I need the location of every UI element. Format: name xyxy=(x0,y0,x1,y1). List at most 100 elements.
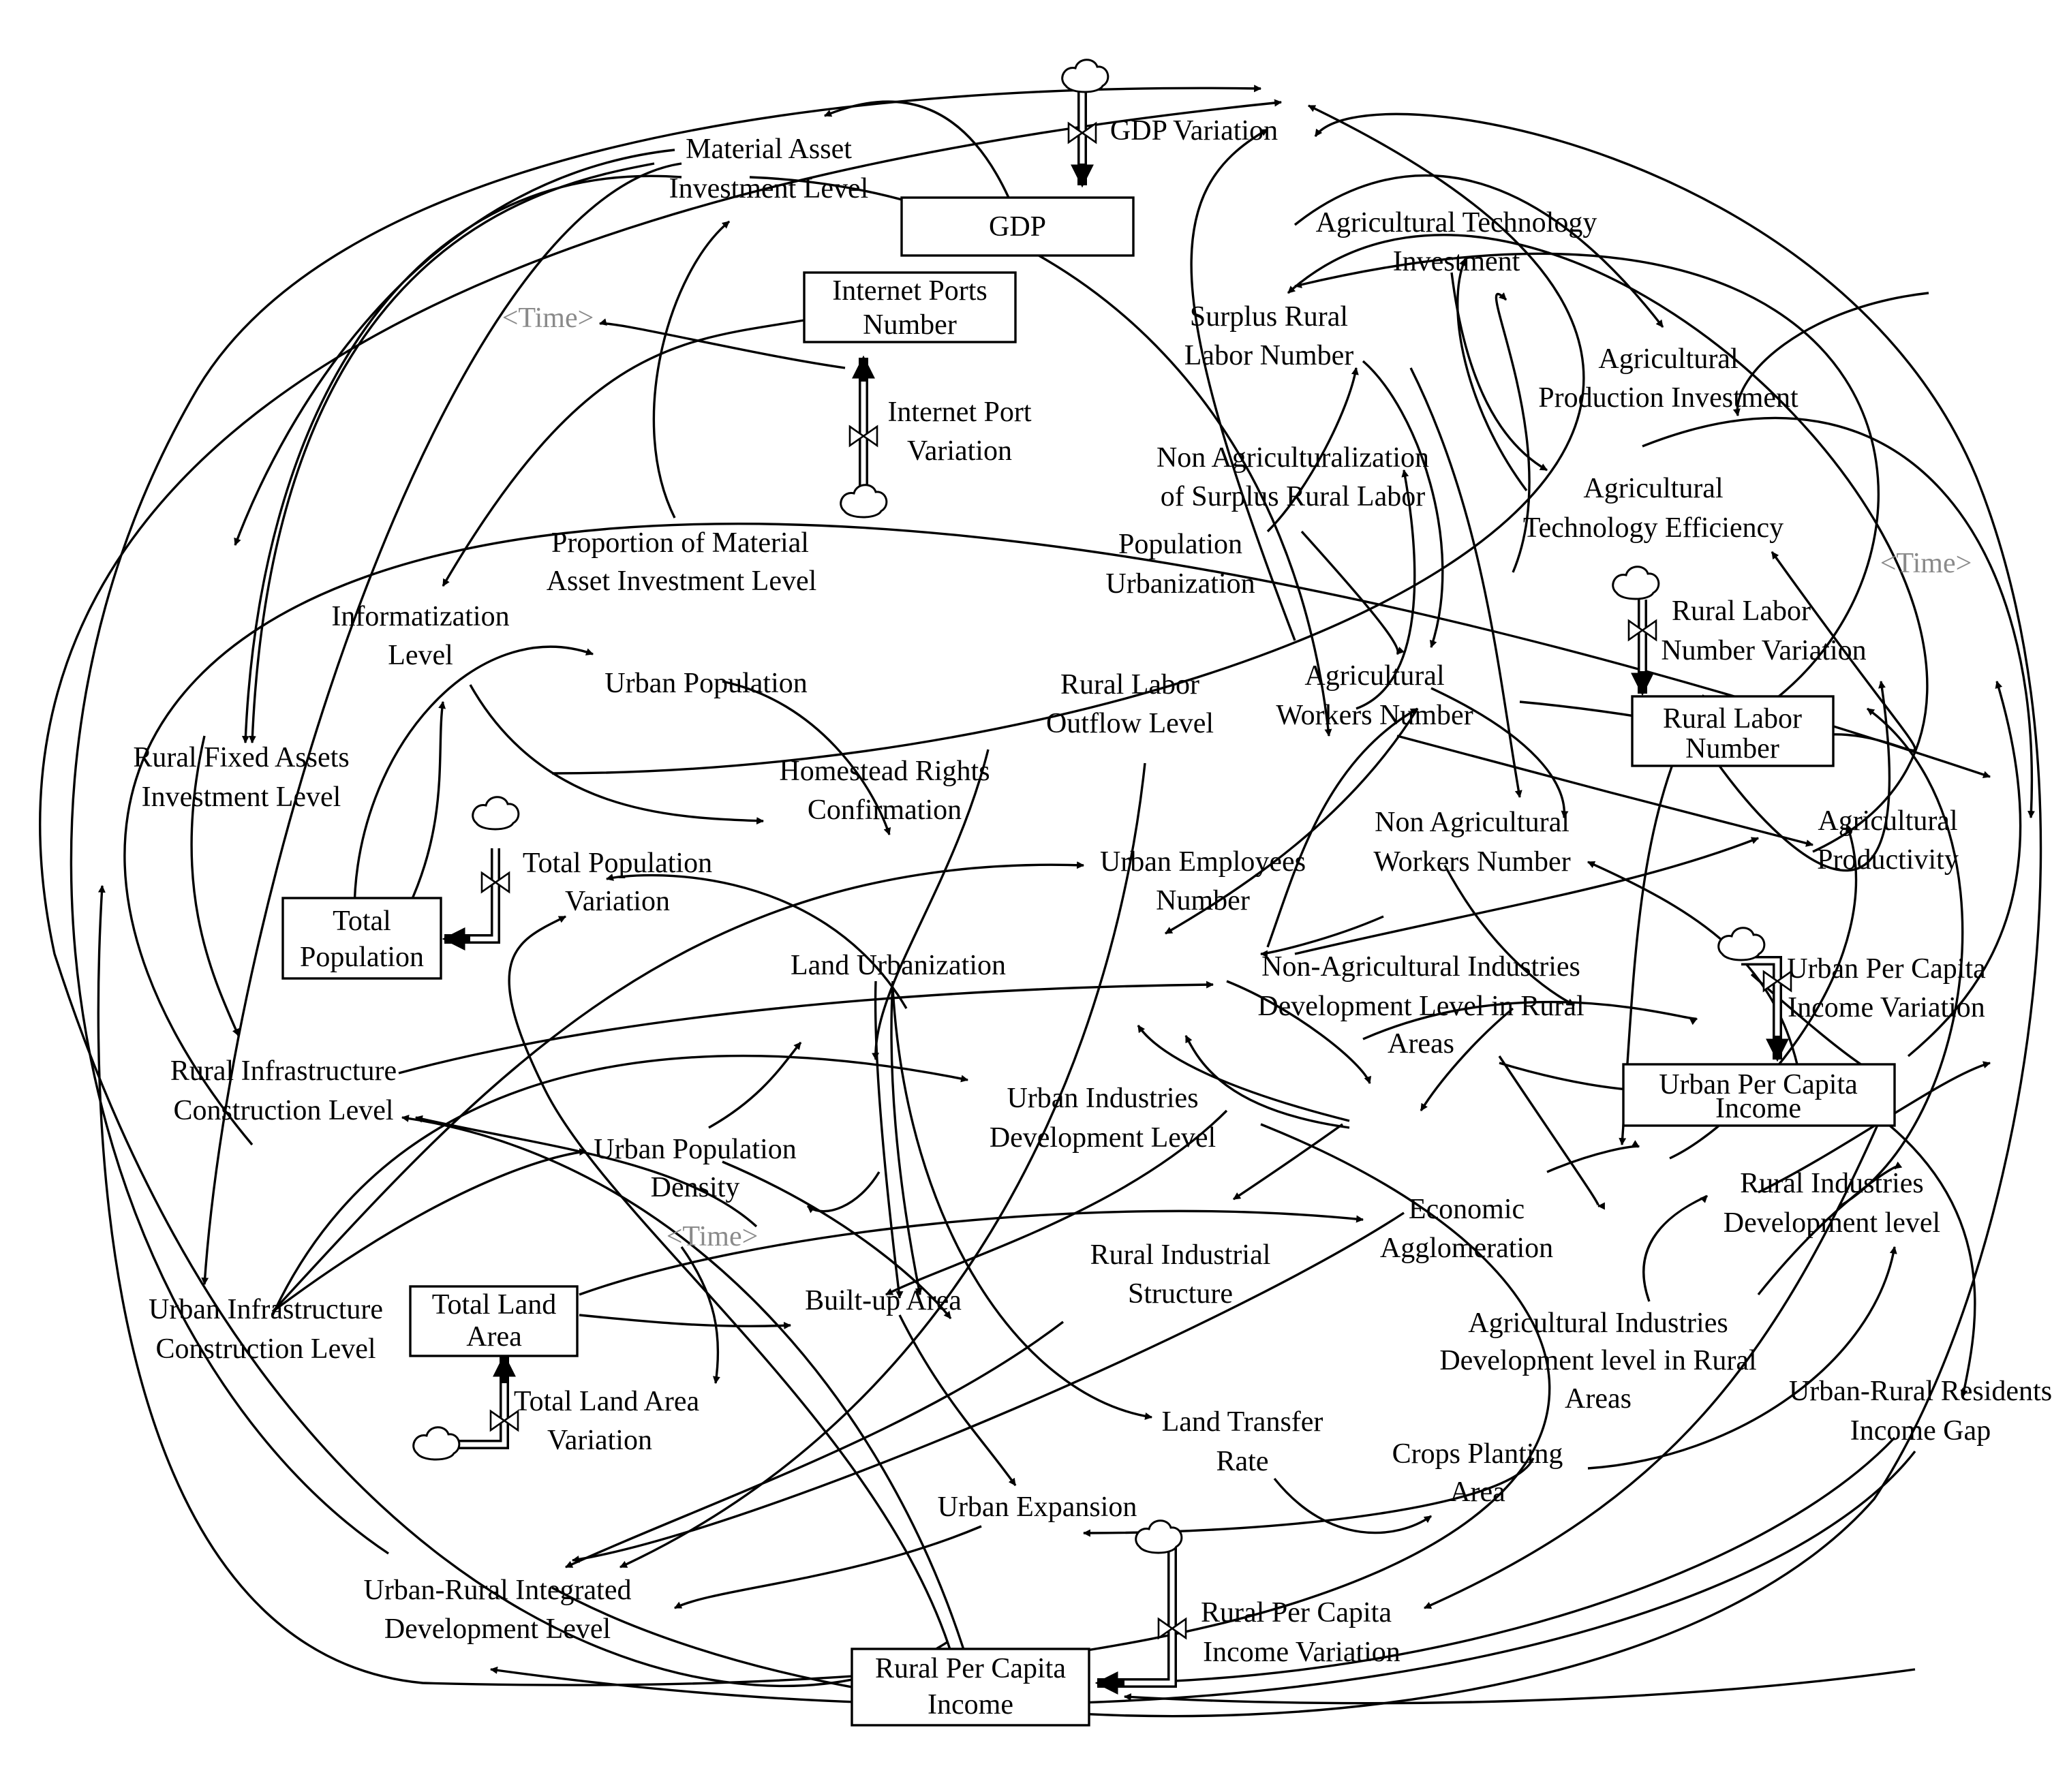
var-label-line-2: Outflow Level xyxy=(1046,708,1214,739)
valve-icon xyxy=(848,424,878,448)
var-label-line-2: Development Level xyxy=(990,1122,1216,1154)
stock-label-line-2: Income xyxy=(1715,1093,1801,1124)
flow-label-line-1: Internet Port xyxy=(887,397,1031,428)
var-label-line-2: Urbanization xyxy=(1105,568,1255,600)
stock-urban-per-capita-income[interactable]: Urban Per Capita Income xyxy=(1622,1063,1896,1127)
flow-label-line-2: Variation xyxy=(907,435,1012,467)
var-label-line-2: Investment Level xyxy=(142,782,341,813)
var-label-line-1: Homestead Rights xyxy=(779,756,990,787)
var-informatization-level[interactable]: Informatization Level xyxy=(331,601,509,671)
var-label-line-2: of Surplus Rural Labor xyxy=(1161,481,1425,512)
stocks: GDP Internet Ports Number Total Populati… xyxy=(281,196,1896,1727)
flow-label-line-2: Number Variation xyxy=(1661,635,1866,666)
stock-label-line-1: Total xyxy=(333,906,391,937)
shadow-var-time[interactable]: <Time> xyxy=(1880,548,1972,579)
var-crops-planting-area[interactable]: Crops Planting Area xyxy=(1392,1438,1563,1508)
flow-label-line-2: Variation xyxy=(547,1425,652,1456)
stock-total-land-area[interactable]: Total Land Area xyxy=(409,1285,579,1357)
var-label-line-1: Agricultural xyxy=(1583,473,1723,504)
flow-label-line-1: Urban Per Capita xyxy=(1787,953,1986,985)
var-label-line-2: Development Level in Rural xyxy=(1257,991,1584,1022)
var-urban-expansion[interactable]: Urban Expansion xyxy=(938,1492,1137,1523)
var-rural-infrastructure[interactable]: Rural Infrastructure Construction Level xyxy=(170,1055,397,1126)
var-label-line-2: Workers Number xyxy=(1276,700,1473,731)
var-non-agriculturalization[interactable]: Non Agriculturalization of Surplus Rural… xyxy=(1157,442,1429,512)
var-label-line-1: Rural Labor xyxy=(1060,669,1199,700)
var-homestead-rights[interactable]: Homestead Rights Confirmation xyxy=(779,756,990,826)
flow-label-line-2: Variation xyxy=(565,886,670,917)
flow-label-line-1: Rural Labor xyxy=(1672,596,1811,627)
stock-internet-ports-number[interactable]: Internet Ports Number xyxy=(803,271,1017,343)
flow-gdp-variation[interactable]: GDP Variation xyxy=(1110,115,1278,146)
var-rural-industrial-structure[interactable]: Rural Industrial Structure xyxy=(1090,1239,1271,1310)
var-label-line-3: Areas xyxy=(1388,1028,1454,1060)
var-agricultural-production-investment[interactable]: Agricultural Production Investment xyxy=(1538,343,1798,414)
valve-icon xyxy=(1067,121,1097,144)
shadow-var-time[interactable]: <Time> xyxy=(502,303,594,334)
var-agricultural-technology-investment[interactable]: Agricultural Technology Investment xyxy=(1316,207,1597,277)
var-rural-fixed-assets[interactable]: Rural Fixed Assets Investment Level xyxy=(133,742,349,813)
stock-rural-labor-number[interactable]: Rural Labor Number xyxy=(1631,695,1835,767)
var-agricultural-productivity[interactable]: Agricultural Productivity xyxy=(1817,805,1959,876)
var-built-up-area[interactable]: Built-up Area xyxy=(805,1285,962,1316)
var-non-agricultural-industries-rural[interactable]: Non-Agricultural Industries Development … xyxy=(1257,951,1584,1060)
var-label-line-1: Rural Industrial xyxy=(1090,1239,1271,1271)
var-population-urbanization[interactable]: Population Urbanization xyxy=(1105,529,1255,600)
flow-total-land-area-variation[interactable]: Total Land Area Variation xyxy=(514,1386,700,1456)
valve-icon xyxy=(1627,619,1657,642)
valve-icon xyxy=(1157,1617,1187,1640)
var-agricultural-workers-number[interactable]: Agricultural Workers Number xyxy=(1276,660,1473,731)
var-label-line-2: Structure xyxy=(1128,1278,1233,1310)
stock-label-line-2: Number xyxy=(1685,733,1779,764)
causal-links xyxy=(39,84,2042,1718)
flow-rural-labor-number-variation[interactable]: Rural Labor Number Variation xyxy=(1661,596,1866,666)
var-rural-labor-outflow[interactable]: Rural Labor Outflow Level xyxy=(1046,669,1214,739)
stock-gdp[interactable]: GDP xyxy=(900,196,1135,257)
var-urban-infrastructure[interactable]: Urban Infrastructure Construction Level xyxy=(149,1294,383,1365)
stock-label-line-1: Total Land xyxy=(432,1289,557,1320)
var-rural-industries-development[interactable]: Rural Industries Development level xyxy=(1724,1168,1940,1239)
flow-label-line-1: Total Population xyxy=(523,848,712,879)
var-material-asset-investment-level[interactable]: Material Asset Investment Level xyxy=(669,134,869,204)
var-land-urbanization[interactable]: Land Urbanization xyxy=(791,950,1006,981)
var-surplus-rural-labor[interactable]: Surplus Rural Labor Number xyxy=(1184,301,1353,371)
flow-total-population-variation[interactable]: Total Population Variation xyxy=(523,848,712,917)
var-label-line-2: Technology Efficiency xyxy=(1523,512,1783,544)
flow-urban-per-capita-income-variation[interactable]: Urban Per Capita Income Variation xyxy=(1787,953,1986,1023)
var-urban-rural-income-gap[interactable]: Urban-Rural Residents Income Gap xyxy=(1789,1376,2052,1447)
var-economic-agglomeration[interactable]: Economic Agglomeration xyxy=(1380,1194,1553,1264)
stock-label-line-1: Rural Labor xyxy=(1663,703,1802,735)
var-urban-employees-number[interactable]: Urban Employees Number xyxy=(1100,846,1306,916)
var-agricultural-technology-efficiency[interactable]: Agricultural Technology Efficiency xyxy=(1523,473,1783,544)
var-urban-industries-development[interactable]: Urban Industries Development Level xyxy=(990,1083,1216,1154)
variables: Material Asset Investment Level Proporti… xyxy=(133,134,2052,1645)
var-label-line-2: Number xyxy=(1156,885,1250,916)
shadow-var-time[interactable]: <Time> xyxy=(667,1221,759,1252)
var-urban-rural-integrated[interactable]: Urban-Rural Integrated Development Level xyxy=(364,1575,632,1645)
var-label-line-1: Agricultural Technology xyxy=(1316,207,1597,238)
var-label-line-1: Urban Population xyxy=(594,1134,796,1165)
var-urban-population-density[interactable]: Urban Population Density xyxy=(594,1134,796,1203)
var-urban-population[interactable]: Urban Population xyxy=(604,668,807,699)
var-proportion-material-asset[interactable]: Proportion of Material Asset Investment … xyxy=(547,527,817,597)
var-label-line-2: Investment Level xyxy=(669,173,869,204)
var-label-line-1: Urban Employees xyxy=(1100,846,1306,878)
cloud-icon xyxy=(1135,1519,1183,1554)
stock-total-population[interactable]: Total Population xyxy=(281,897,442,980)
var-non-agricultural-workers-number[interactable]: Non Agricultural Workers Number xyxy=(1373,807,1570,878)
flow-internet-port-variation[interactable]: Internet Port Variation xyxy=(887,397,1031,467)
var-land-transfer-rate[interactable]: Land Transfer Rate xyxy=(1162,1406,1323,1477)
stock-label-line-2: Area xyxy=(466,1321,522,1353)
var-agricultural-industries-rural[interactable]: Agricultural Industries Development leve… xyxy=(1439,1308,1756,1415)
stock-rural-per-capita-income[interactable]: Rural Per Capita Income xyxy=(851,1648,1090,1727)
flow-labels: GDP Variation Internet Port Variation To… xyxy=(514,115,1986,1668)
stock-label-line-2: Population xyxy=(300,942,424,973)
var-label-line-1: Agricultural Industries xyxy=(1468,1308,1728,1339)
var-label-line-2: Density xyxy=(651,1172,740,1203)
var-label-line-1: Non-Agricultural Industries xyxy=(1261,951,1580,983)
valve-icon xyxy=(1762,970,1792,993)
var-label-line-2: Development Level xyxy=(384,1613,611,1645)
flow-rural-per-capita-income-variation[interactable]: Rural Per Capita Income Variation xyxy=(1201,1597,1400,1668)
var-label-line-2: Agglomeration xyxy=(1380,1233,1553,1264)
var-label-line-1: Informatization xyxy=(331,601,509,632)
